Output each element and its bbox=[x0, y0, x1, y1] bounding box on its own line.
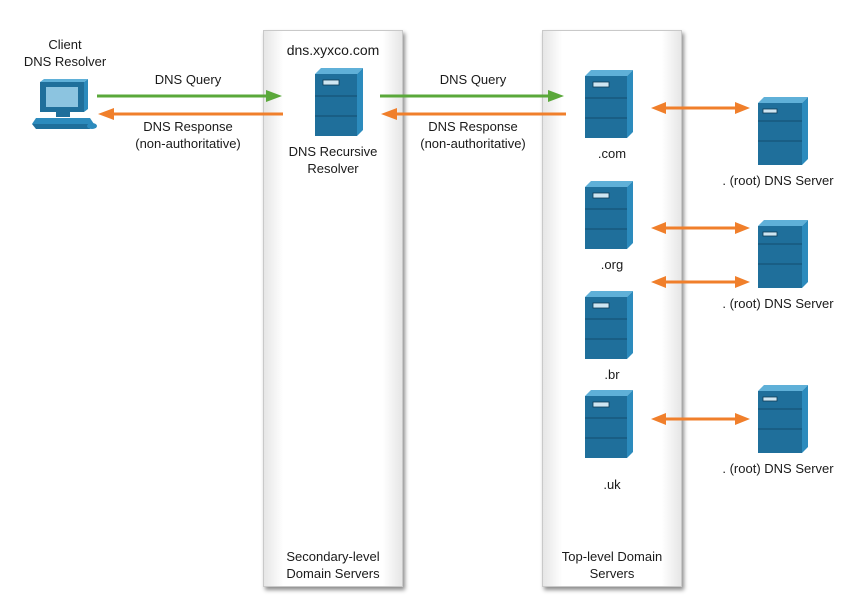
client-label-line1: Client bbox=[48, 37, 82, 52]
tld-server-br-icon bbox=[584, 290, 634, 360]
tld-root-exchange-arrow bbox=[651, 413, 750, 425]
root-server-label: . (root) DNS Server bbox=[722, 173, 834, 188]
recursive-resolver-server-icon bbox=[314, 67, 364, 137]
secondary-caption-line2: Domain Servers bbox=[286, 566, 380, 581]
root-server-label: . (root) DNS Server bbox=[722, 461, 834, 476]
response-arrow-tld-to-recursive bbox=[381, 108, 566, 120]
link1-response-label: DNS Response (non-authoritative) bbox=[118, 118, 258, 152]
link2-response-line1: DNS Response bbox=[428, 119, 518, 134]
link2-response-label: DNS Response (non-authoritative) bbox=[403, 118, 543, 152]
recursive-label-line2: Resolver bbox=[307, 161, 359, 176]
secondary-panel-caption: Secondary-level Domain Servers bbox=[263, 548, 403, 582]
tld-caption-line2: Servers bbox=[589, 566, 635, 581]
query-arrow-client-to-recursive bbox=[97, 90, 282, 102]
tld-br-label: .br bbox=[604, 367, 620, 382]
link1-response-line2: (non-authoritative) bbox=[135, 136, 241, 151]
recursive-hostname: dns.xyxco.com bbox=[286, 42, 380, 58]
tld-com-label: .com bbox=[597, 146, 627, 161]
secondary-caption-line1: Secondary-level bbox=[286, 549, 380, 564]
response-arrow-recursive-to-client bbox=[98, 108, 283, 120]
link1-query-label: DNS Query bbox=[154, 72, 222, 87]
recursive-label: DNS Recursive Resolver bbox=[263, 143, 403, 177]
root-server-icon bbox=[757, 96, 809, 166]
tld-root-exchange-arrow bbox=[651, 222, 750, 234]
root-server-icon bbox=[757, 384, 809, 454]
link2-response-line2: (non-authoritative) bbox=[420, 136, 526, 151]
tld-server-org-icon bbox=[584, 180, 634, 250]
recursive-label-line1: DNS Recursive bbox=[288, 144, 378, 159]
client-label-line2: DNS Resolver bbox=[23, 54, 107, 69]
tld-server-com-icon bbox=[584, 69, 634, 139]
tld-root-exchange-arrow bbox=[651, 276, 750, 288]
tld-panel-caption: Top-level Domain Servers bbox=[542, 548, 682, 582]
tld-caption-line1: Top-level Domain bbox=[561, 549, 663, 564]
client-computer-icon bbox=[32, 79, 97, 129]
tld-uk-label: .uk bbox=[603, 477, 621, 492]
client-label: Client DNS Resolver bbox=[10, 36, 120, 70]
root-server-icon bbox=[757, 219, 809, 289]
tld-root-exchange-arrow bbox=[651, 102, 750, 114]
tld-org-label: .org bbox=[600, 257, 624, 272]
tld-server-uk-icon bbox=[584, 389, 634, 459]
query-arrow-recursive-to-tld bbox=[380, 90, 564, 102]
link2-query-label: DNS Query bbox=[439, 72, 507, 87]
link1-response-line1: DNS Response bbox=[143, 119, 233, 134]
root-server-label: . (root) DNS Server bbox=[722, 296, 834, 311]
